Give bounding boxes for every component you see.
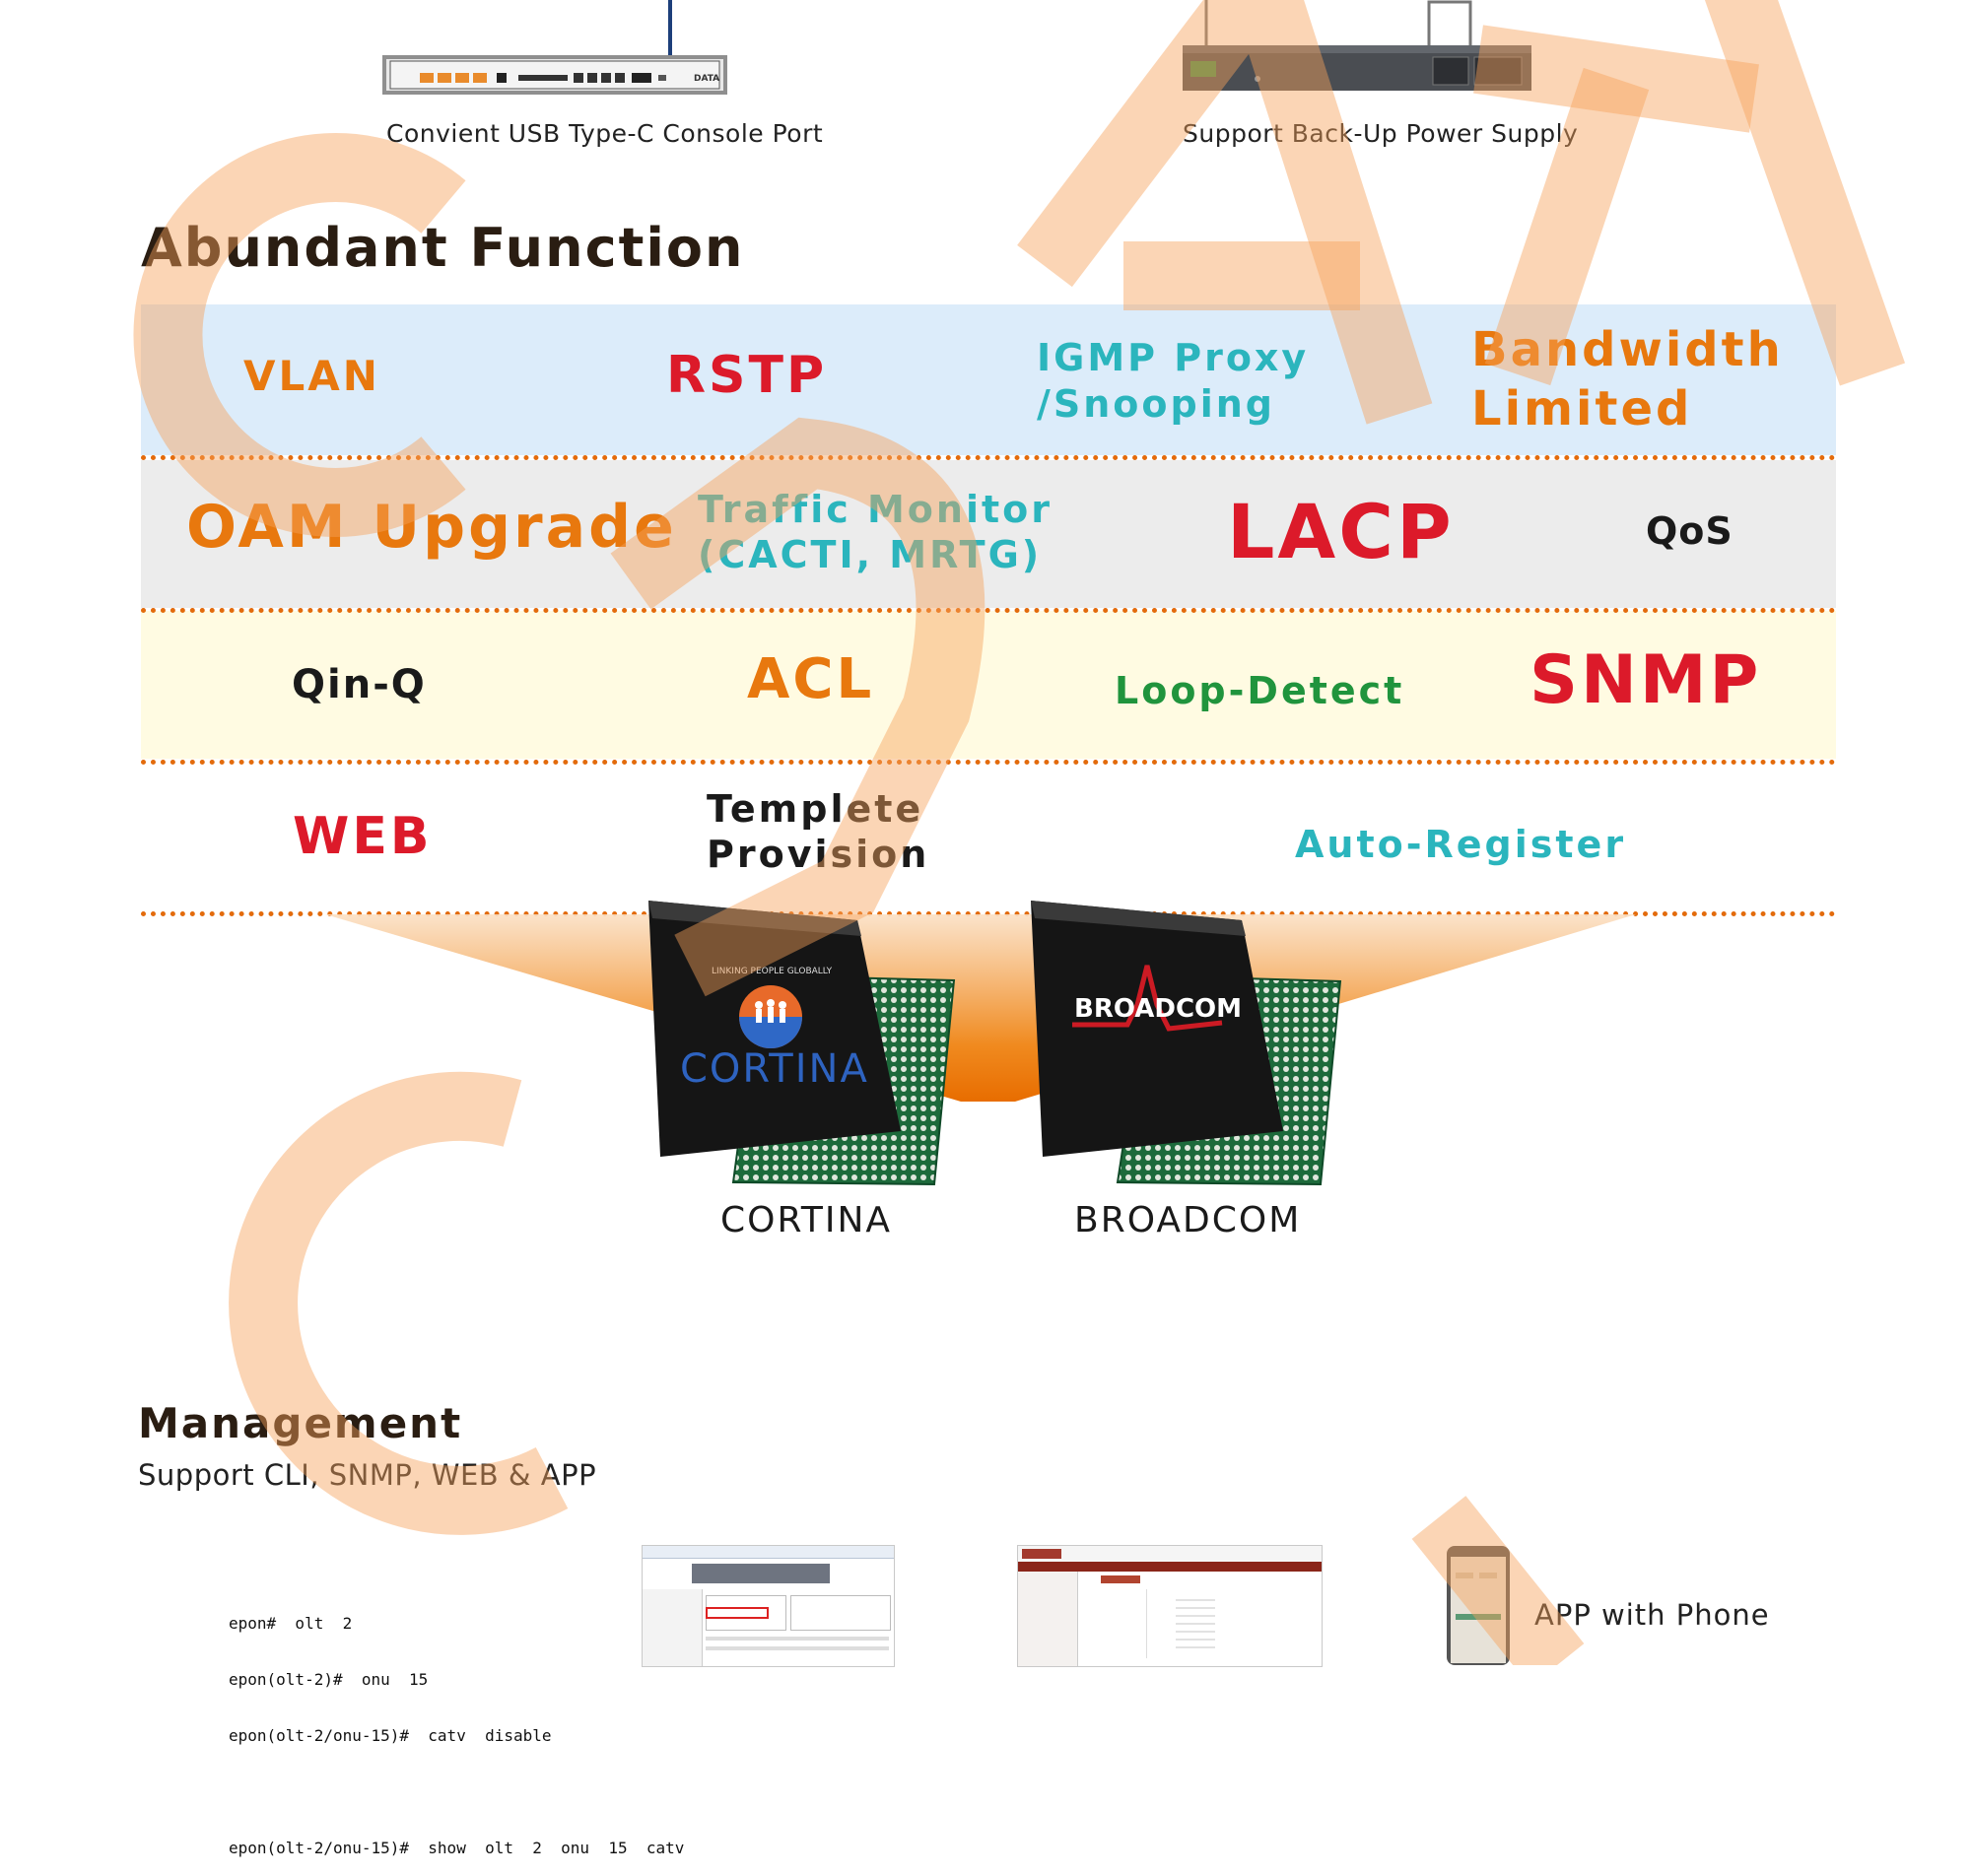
cli-line: epon# olt 2 [229, 1614, 353, 1633]
feature-web: WEB [293, 807, 433, 866]
web-screenshot-thumbnail [1017, 1545, 1323, 1667]
feature-bandwidth: Bandwidth [1471, 322, 1784, 377]
cortina-logo: CORTINA [680, 1046, 869, 1092]
right-device-caption: Support Back-Up Power Supply [1183, 119, 1579, 148]
feature-rstp: RSTP [666, 346, 828, 405]
device-brand-logo: DATA [694, 74, 719, 84]
chip-glow-graphic [325, 914, 1636, 1102]
feature-provision: Provision [707, 833, 930, 876]
row-divider [141, 608, 1836, 613]
feature-snmp: SNMP [1529, 641, 1762, 719]
feature-row-2-band [141, 460, 1836, 608]
broadcom-logo: BROADCOM [1074, 994, 1242, 1024]
row-divider [141, 760, 1836, 765]
cli-line: epon(olt-2/onu-15)# catv disable [229, 1726, 552, 1745]
app-with-phone-label: APP with Phone [1534, 1598, 1770, 1632]
feature-loop-detect: Loop-Detect [1115, 669, 1405, 712]
abundant-function-title: Abundant Function [141, 217, 745, 279]
phone-app-image [1447, 1546, 1510, 1665]
feature-oam-upgrade: OAM Upgrade [186, 493, 677, 562]
broadcom-label: BROADCOM [1074, 1200, 1302, 1240]
cli-example: epon# olt 2 epon(olt-2)# onu 15 epon(olt… [229, 1576, 684, 1876]
olt-device-rear-image [1183, 0, 1531, 91]
cortina-ring-text: LINKING PEOPLE GLOBALLY [712, 967, 833, 976]
feature-acl: ACL [747, 647, 875, 711]
feature-traffic-monitor-tools: (CACTI, MRTG) [698, 533, 1043, 576]
feature-vlan: VLAN [243, 352, 380, 400]
olt-device-front-image: DATA [382, 0, 727, 95]
management-subtitle: Support CLI, SNMP, WEB & APP [138, 1458, 597, 1492]
cortina-chip-image: CORTINA LINKING PEOPLE GLOBALLY [648, 901, 956, 1186]
feature-templete: Templete [707, 787, 924, 831]
feature-lacp: LACP [1227, 488, 1455, 575]
row-divider [141, 455, 1836, 460]
feature-qin-q: Qin-Q [292, 662, 427, 707]
feature-traffic-monitor: Traffic Monitor [698, 488, 1053, 531]
feature-igmp-snooping: /Snooping [1037, 382, 1275, 426]
row-divider [141, 911, 1836, 916]
feature-row-3-band [141, 611, 1836, 759]
left-device-caption: Convient USB Type-C Console Port [386, 119, 824, 148]
snmp-screenshot-thumbnail [642, 1545, 895, 1667]
cortina-label: CORTINA [720, 1200, 893, 1240]
feature-igmp-proxy: IGMP Proxy [1037, 336, 1310, 379]
feature-bandwidth-limited: Limited [1471, 381, 1693, 436]
feature-qos: QoS [1646, 509, 1733, 553]
feature-auto-register: Auto-Register [1295, 823, 1627, 866]
cli-line: epon(olt-2/onu-15)# show olt 2 onu 15 ca… [229, 1839, 685, 1857]
feature-row-1-band [141, 304, 1836, 455]
broadcom-chip-image: BROADCOM [1031, 901, 1342, 1186]
management-title: Management [138, 1399, 463, 1447]
cli-line [229, 1782, 684, 1801]
cli-line: epon(olt-2)# onu 15 [229, 1670, 429, 1689]
